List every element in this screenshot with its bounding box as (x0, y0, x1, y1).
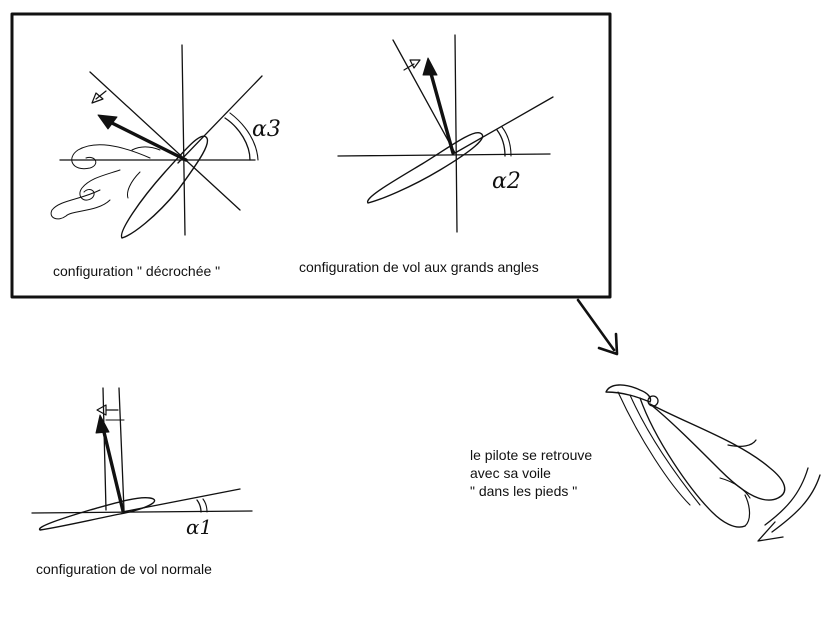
stalled-diagonal-line (89, 71, 241, 211)
high-angle-configuration (337, 34, 554, 233)
stalled-force-arrow (104, 118, 188, 162)
high-angle-angle-arc (496, 129, 506, 157)
high-angle-diagonal-line (392, 39, 456, 154)
normal-small-arrow (96, 404, 107, 416)
normal-vertical-line-left (102, 387, 107, 511)
high-angle-airfoil (367, 132, 484, 204)
normal-force-arrow (101, 426, 125, 513)
stalled-angle-arc (224, 117, 251, 161)
high-angle-force-arrowhead (422, 57, 438, 76)
stalled-airfoil (120, 135, 209, 239)
high-angle-horizon-line (337, 153, 551, 157)
turbulence-swirl (71, 144, 151, 170)
stalled-vertical-line (181, 44, 186, 236)
pilot-head (647, 395, 659, 407)
stalled-force-arrowhead (97, 114, 118, 130)
pilot-note-line-2: avec sa voile (470, 465, 551, 481)
transition-arrowhead (597, 332, 619, 356)
normal-angle-arc (196, 499, 202, 513)
high-angle-vertical-line (454, 34, 458, 233)
stalled-chord-line (177, 75, 263, 164)
high-angle-small-arrow (409, 59, 421, 69)
pilot-note-line-1: le pilote se retrouve (470, 447, 593, 463)
label-stalled-configuration: configuration " décrochée " (53, 263, 221, 279)
angle-label-a2: α2 (492, 169, 521, 194)
high-angle-force-arrow (428, 68, 455, 155)
motion-arrow (771, 474, 821, 533)
normal-configuration (31, 387, 253, 531)
label-normal-configuration: configuration de vol normale (36, 561, 212, 577)
label-high-angle-configuration: configuration de vol aux grands angles (299, 259, 539, 275)
pilot-sketch (605, 384, 821, 542)
transition-arrow (576, 298, 619, 356)
stalled-small-arrow (91, 92, 104, 104)
normal-horizon-line (31, 510, 253, 514)
normal-vertical-line-right (118, 387, 125, 511)
normal-airfoil (39, 496, 156, 531)
harness-body (649, 403, 786, 501)
pilot-note-line-3: " dans les pieds " (470, 483, 578, 499)
stalled-configuration (50, 44, 263, 239)
high-angle-chord-line (454, 96, 554, 154)
angle-label-a3: α3 (252, 117, 281, 142)
top-frame (10, 12, 612, 299)
normal-force-arrowhead (95, 414, 110, 434)
canopy (605, 384, 652, 403)
angle-label-a1: α1 (186, 515, 212, 539)
pilot-note: le pilote se retrouve avec sa voile " da… (470, 446, 592, 500)
motion-arrowhead (757, 521, 784, 542)
